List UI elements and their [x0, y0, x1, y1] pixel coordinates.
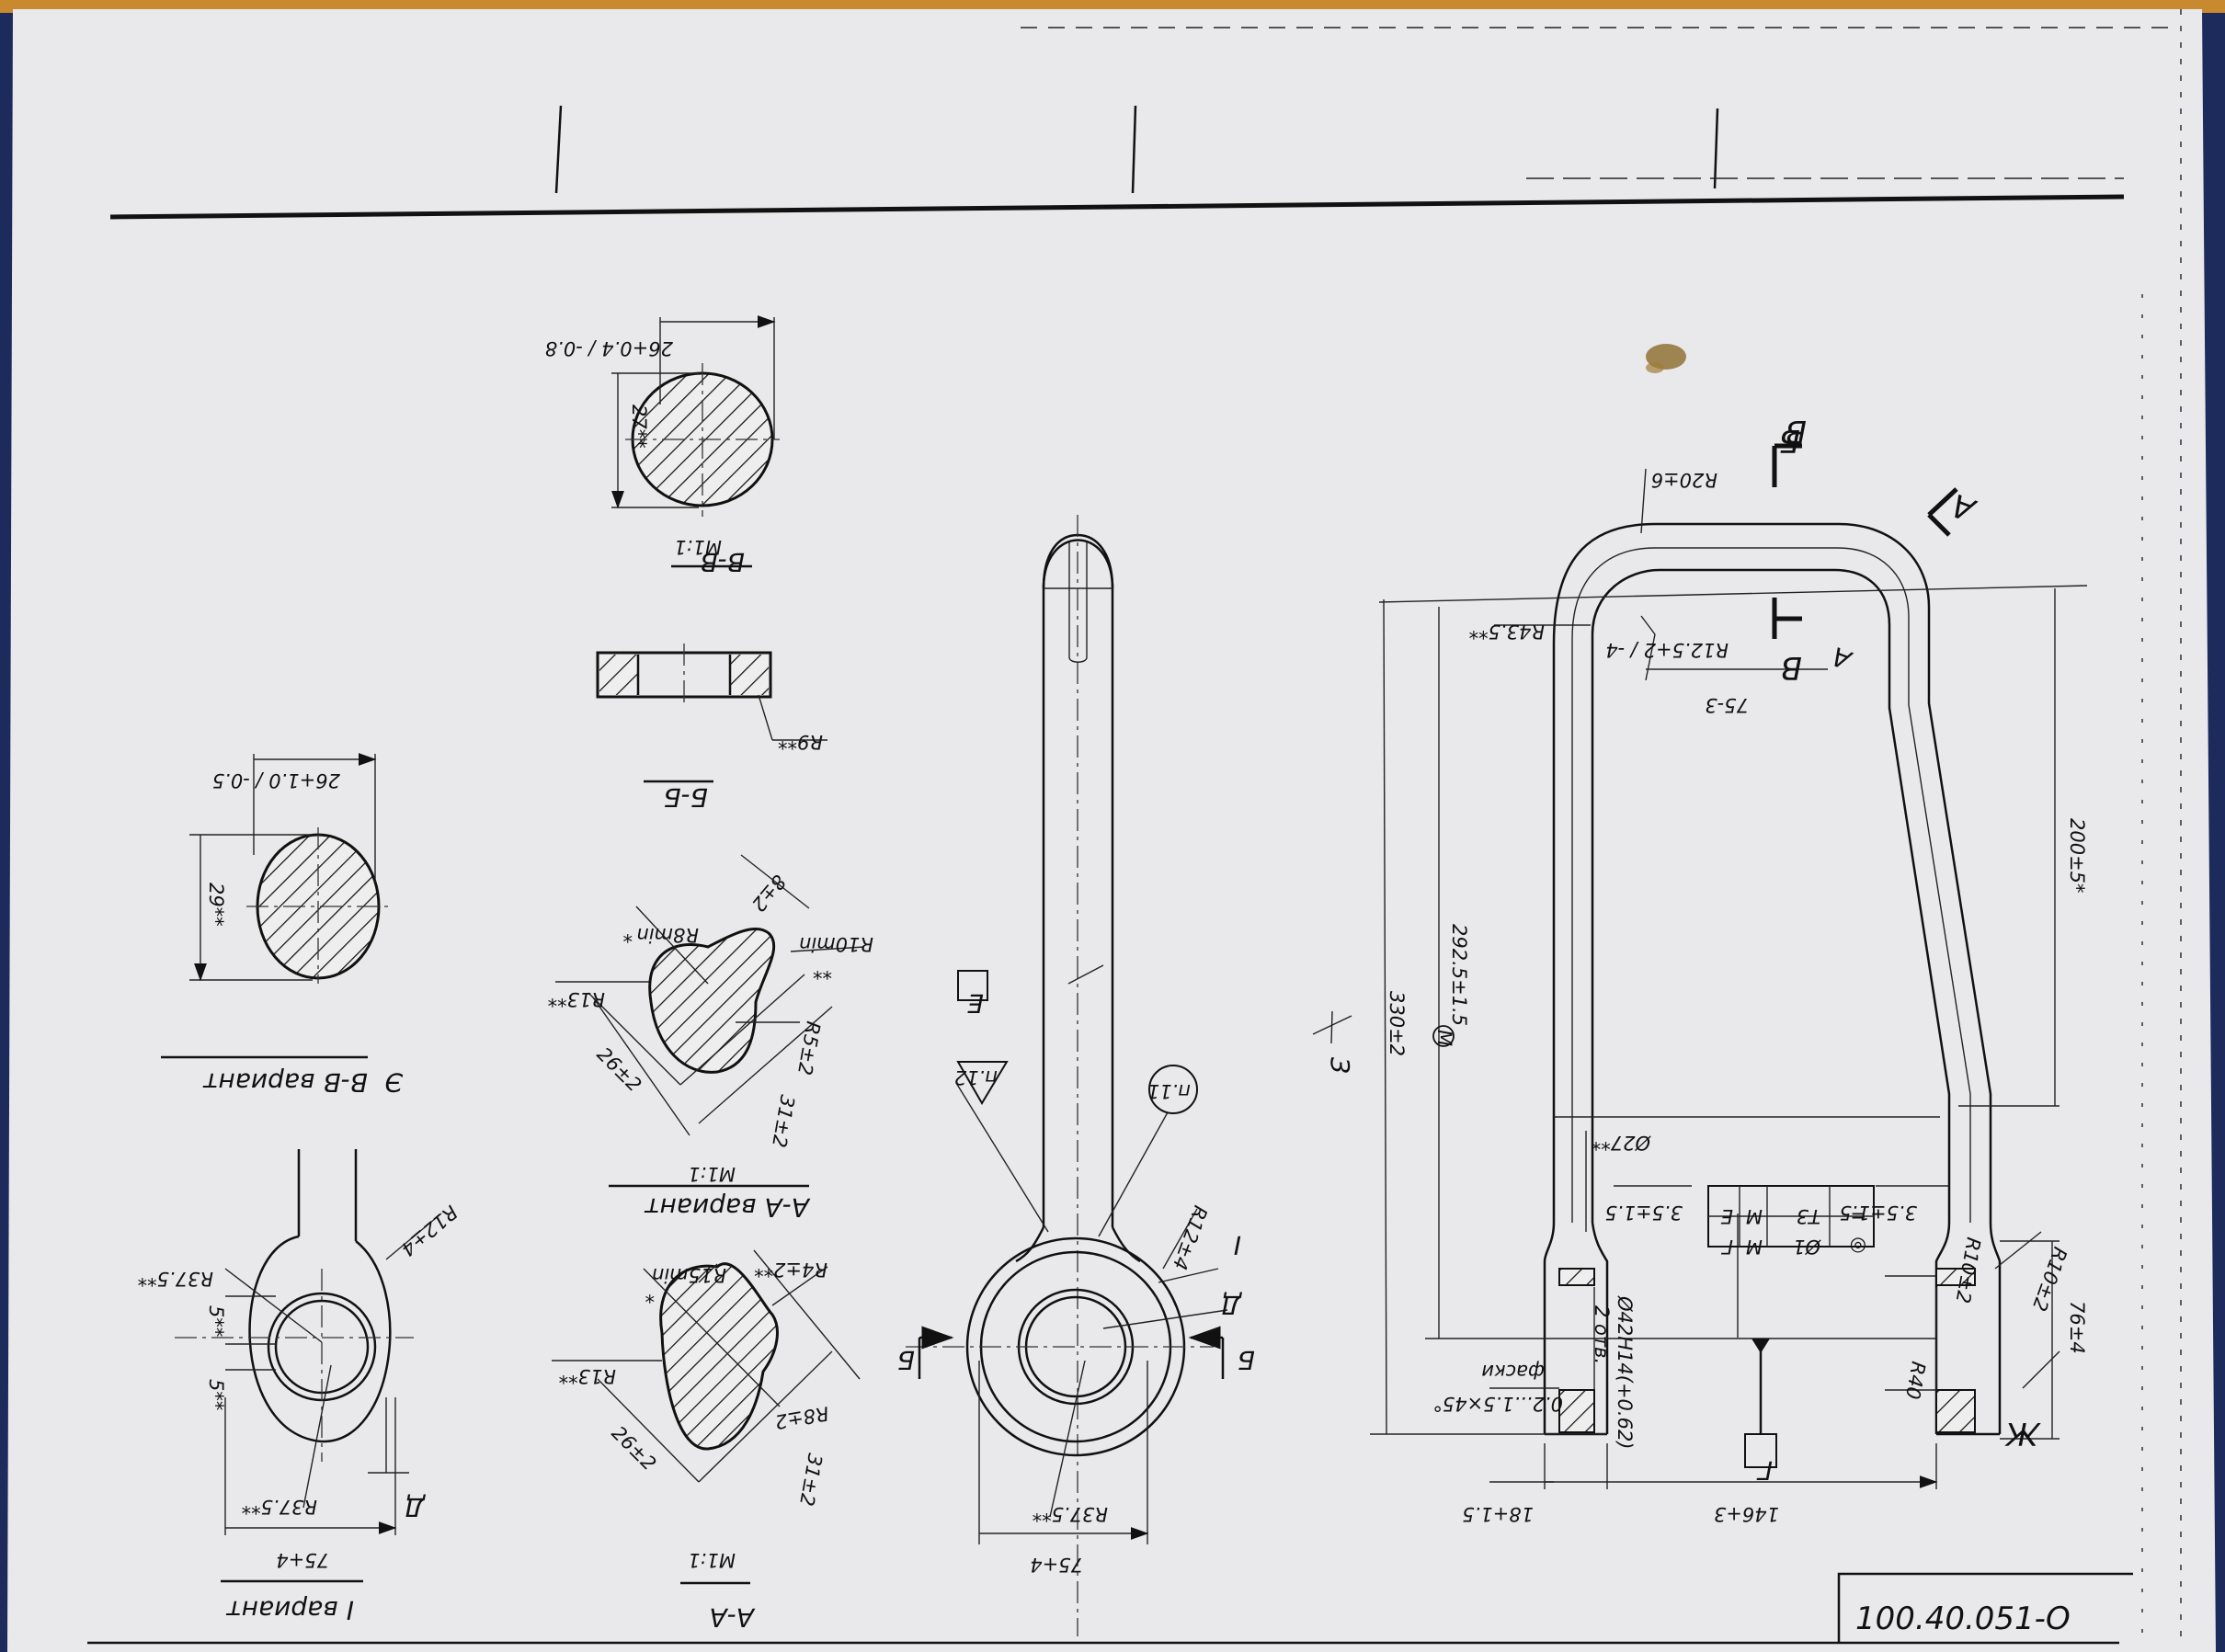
tol-cell-8: Г: [1720, 1236, 1733, 1258]
section-vv-variant-view: 26+1.0 / -0.5 29** В-В вариант Э: [161, 753, 404, 1098]
front-g-callout: Г: [1756, 1455, 1773, 1486]
drawing-number: 100.40.051-О: [1855, 1601, 2071, 1637]
v1-title: I вариант: [226, 1595, 354, 1625]
side-i-callout: I: [1234, 1230, 1241, 1260]
front-35-right: 3.5±1.5: [1840, 1202, 1917, 1224]
v1-r37-top: R37.5**: [138, 1268, 213, 1290]
tol-cell-2: Т3: [1797, 1205, 1820, 1227]
vv-height-dim: 27**: [628, 404, 650, 449]
front-b-callout: Б: [1779, 422, 1800, 459]
side-p12: п.12: [954, 1066, 998, 1088]
bb-radius-dim: R9**: [778, 731, 823, 753]
side-b-left: Б: [897, 1345, 915, 1375]
front-200: 200±5*: [2066, 818, 2088, 894]
vvv-width-dim: 26+1.0 / -0.5: [212, 769, 340, 792]
vvv-title: В-В вариант: [202, 1067, 368, 1098]
tol-cell-6: Ø1: [1793, 1236, 1821, 1258]
aa-title: А-А: [710, 1602, 756, 1633]
side-75: 75+4: [1030, 1554, 1083, 1576]
front-d42: Ø42Н14(+0.62): [1614, 1295, 1636, 1450]
front-r43: R43.5**: [1469, 621, 1545, 643]
aav-star2: **: [813, 961, 832, 983]
front-chamfer-label: фаски: [1481, 1361, 1545, 1383]
v1-d-callout: Д: [405, 1492, 427, 1522]
front-292: 292.5±1.5: [1448, 924, 1470, 1026]
v1-5b: 5**: [205, 1379, 227, 1410]
tol-cell-5: ◎: [1850, 1236, 1866, 1258]
front-2holes: 2 отв.: [1591, 1305, 1613, 1364]
aav-r13: R13**: [548, 988, 605, 1010]
aav-scale: М1:1: [688, 1163, 736, 1185]
side-r37: R37.5**: [1033, 1503, 1108, 1525]
aa-scale: М1:1: [688, 1549, 736, 1571]
front-75: 75-3: [1705, 694, 1749, 716]
v1-5a: 5**: [205, 1305, 227, 1337]
side-p11: п.11: [1147, 1080, 1191, 1102]
front-146: 146+3: [1714, 1503, 1779, 1525]
tol-cell-7: М: [1746, 1236, 1763, 1258]
front-v-callout-top: В: [1781, 649, 1802, 686]
vvv-marker: Э: [384, 1067, 404, 1098]
front-330: 330±2: [1386, 991, 1408, 1056]
front-r20: R20±6: [1651, 469, 1717, 491]
front-d27: Ø27**: [1592, 1132, 1651, 1154]
tol-cell-4: Е: [1720, 1205, 1733, 1227]
front-v-callout: В: [1786, 413, 1807, 450]
front-z-callout: З: [1325, 1057, 1355, 1074]
side-b-right: Б: [1238, 1345, 1255, 1375]
front-chamfer: 0.2...1.5×45°: [1432, 1393, 1563, 1415]
vv-title: В-В: [700, 547, 745, 577]
side-d-callout: Д: [1221, 1290, 1243, 1320]
tol-cell-3: М: [1746, 1205, 1763, 1227]
aav-r8min: R8min: [636, 924, 699, 946]
front-18: 18+1.5: [1462, 1503, 1534, 1525]
tolerance-frame: = Т3 М Е ◎ Ø1 М Г: [1707, 1185, 1875, 1258]
side-e-callout: Е: [967, 988, 984, 1019]
front-r12: R12.5+2 / -4: [1605, 639, 1729, 661]
aav-star: *: [623, 924, 633, 946]
v1-75: 75+4: [276, 1549, 329, 1571]
vv-scale: М1:1: [674, 536, 722, 558]
front-m-mark: М: [1433, 1030, 1455, 1046]
bb-title: Б-Б: [663, 782, 708, 813]
vv-width-dim: 26+0.4 / -0.8: [545, 337, 673, 359]
front-35-left: 3.5±1.5: [1605, 1202, 1683, 1224]
aa-r13: R13**: [559, 1365, 616, 1387]
paper-stain: [1646, 344, 1686, 373]
front-zh-callout: Ж: [2004, 1415, 2041, 1452]
aa-star: *: [645, 1284, 656, 1306]
aa-r15min: R15min: [652, 1264, 726, 1286]
tol-cell-1: =: [1850, 1205, 1866, 1227]
aav-r10min: R10min: [799, 933, 873, 955]
aav-title: А-А вариант: [645, 1192, 811, 1223]
section-bb-view: R9** Б-Б: [596, 644, 827, 813]
front-76: 76±4: [2066, 1301, 2088, 1354]
frame-top-line: [109, 194, 2125, 220]
section-vv-view: 26+0.4 / -0.8 27** В-В М1:1: [545, 315, 780, 577]
title-block: 100.40.051-О: [1837, 1572, 2133, 1643]
aa-r4: R4±2**: [754, 1259, 827, 1281]
vvv-height-dim: 29**: [205, 883, 227, 927]
v1-r37-bottom: R37.5**: [242, 1496, 317, 1518]
